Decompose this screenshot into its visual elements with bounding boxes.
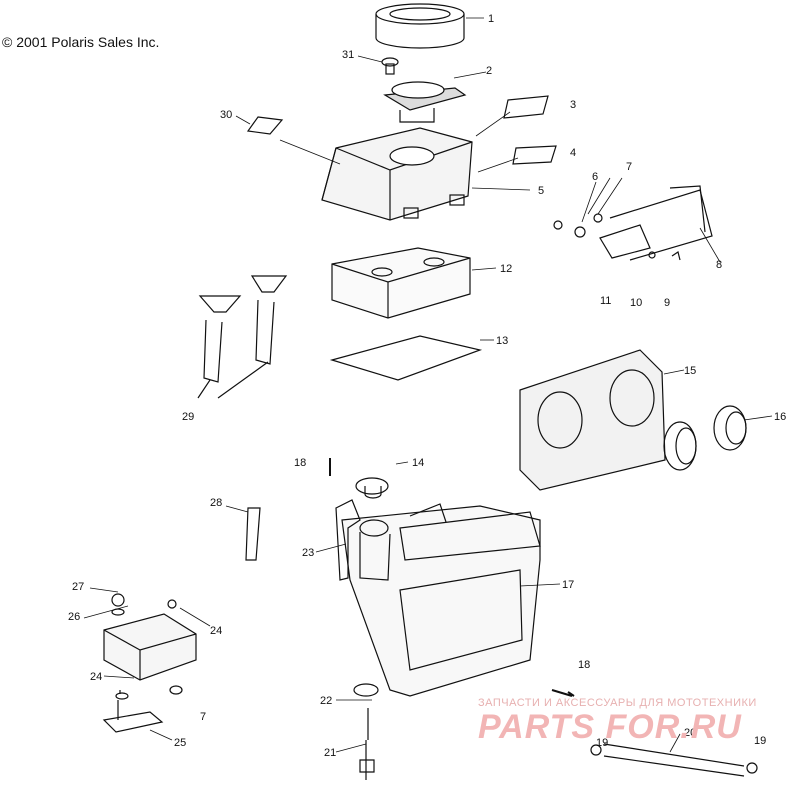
callout-3: 3 <box>570 99 576 111</box>
part-adapter <box>383 81 467 123</box>
decal-4 <box>512 145 557 165</box>
part-housing-cover <box>519 349 666 491</box>
callout-13: 13 <box>496 335 508 347</box>
part-seal-ring <box>375 3 465 49</box>
part-catch-bottle <box>335 499 391 581</box>
callout-26: 26 <box>68 611 80 623</box>
watermark-logo: PARTS FOR.RU <box>478 708 742 746</box>
watermark-tagline: ЗАПЧАСТИ И АКСЕССУАРЫ ДЛЯ МОТОТЕХНИКИ <box>478 697 757 709</box>
callout-30: 30 <box>220 109 232 121</box>
callout-24-upper: 24 <box>210 625 222 637</box>
callout-10: 10 <box>630 297 642 309</box>
callout-19-right: 19 <box>754 735 766 747</box>
callout-8: 8 <box>716 259 722 271</box>
callout-4: 4 <box>570 147 576 159</box>
callout-31: 31 <box>342 49 354 61</box>
callout-29: 29 <box>182 411 194 423</box>
part-gasket-plate <box>329 335 483 381</box>
part-airbox-base <box>341 503 541 697</box>
callout-19-left: 19 <box>596 737 608 749</box>
callout-21: 21 <box>324 747 336 759</box>
callout-18-right: 18 <box>578 659 590 671</box>
part-module <box>103 593 197 681</box>
callout-16: 16 <box>774 411 786 423</box>
callout-9: 9 <box>664 297 670 309</box>
callout-7: 7 <box>626 161 632 173</box>
decal-3 <box>503 95 549 119</box>
part-boots <box>663 405 747 471</box>
callout-17: 17 <box>562 579 574 591</box>
callout-24-lower: 24 <box>90 671 102 683</box>
part-bracket-hardware <box>553 185 713 261</box>
callout-5: 5 <box>538 185 544 197</box>
callout-15: 15 <box>684 365 696 377</box>
callout-14: 14 <box>412 457 424 469</box>
part-strap <box>245 507 261 561</box>
part-tube <box>603 743 745 777</box>
part-bracket-25 <box>102 711 164 733</box>
part-grommet <box>353 683 379 697</box>
part-airbox-lid <box>321 127 473 221</box>
part-screw <box>381 57 399 75</box>
callout-1: 1 <box>488 13 494 25</box>
decal-30 <box>246 116 284 135</box>
callout-28: 28 <box>210 497 222 509</box>
callout-20: 20 <box>684 727 696 739</box>
part-sensor <box>359 708 375 780</box>
callout-25: 25 <box>174 737 186 749</box>
callout-11: 11 <box>600 295 611 307</box>
callout-22: 22 <box>320 695 332 707</box>
part-cap <box>355 477 389 495</box>
callout-6: 6 <box>592 171 598 183</box>
callout-12: 12 <box>500 263 512 275</box>
copyright-notice: © 2001 Polaris Sales Inc. <box>2 34 160 50</box>
callout-7-lower: 7 <box>200 711 206 723</box>
callout-27: 27 <box>72 581 84 593</box>
callout-18-top: 18 <box>294 457 306 469</box>
part-air-filter <box>331 247 471 319</box>
callout-2: 2 <box>486 65 492 77</box>
part-intake-tubes <box>197 275 288 399</box>
callout-23: 23 <box>302 547 314 559</box>
